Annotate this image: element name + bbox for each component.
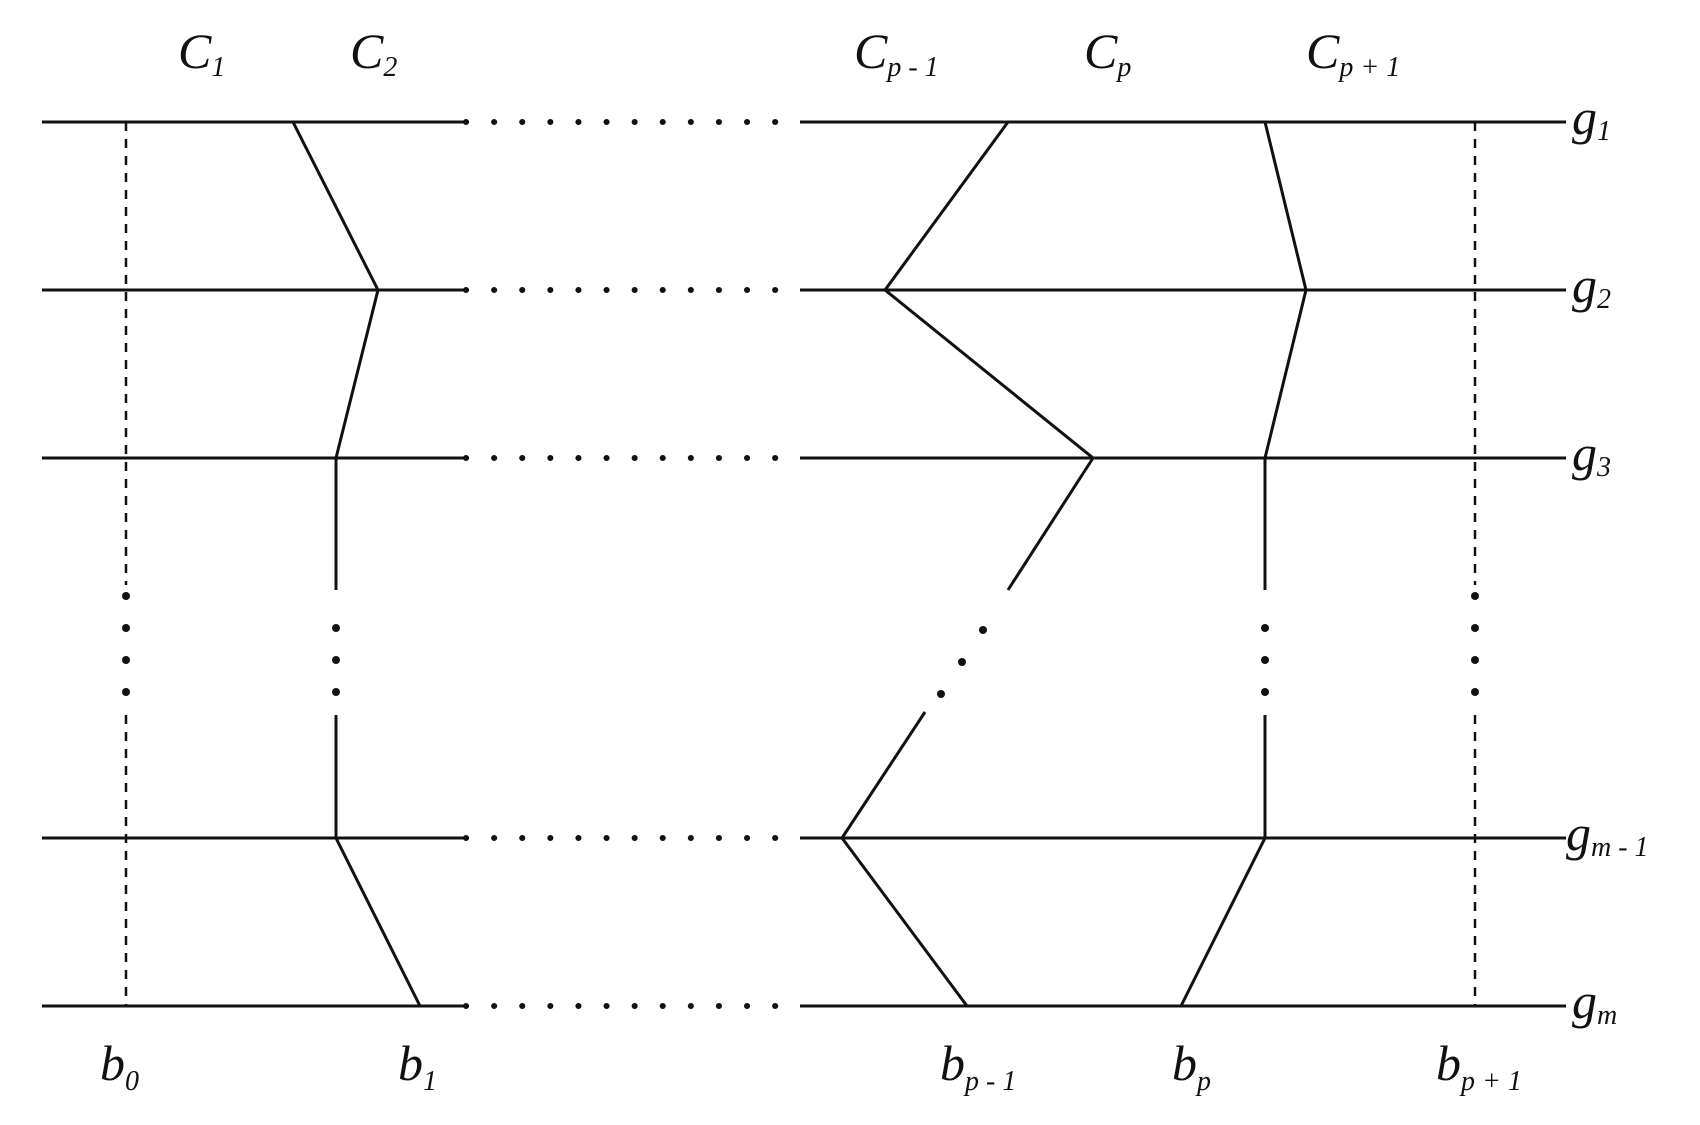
label-cp: Cp bbox=[1084, 23, 1131, 83]
label-cp-1: Cp - 1 bbox=[854, 23, 939, 83]
top-labels: C1 C2 Cp - 1 Cp Cp + 1 bbox=[178, 23, 1400, 83]
label-b1: b1 bbox=[398, 1035, 437, 1097]
label-bp+1: bp + 1 bbox=[1436, 1035, 1522, 1097]
label-cp+1: Cp + 1 bbox=[1306, 23, 1400, 83]
row-lines bbox=[42, 119, 1566, 1009]
label-g2: g2 bbox=[1572, 257, 1611, 315]
bottom-labels: b0 b1 bp - 1 bp bp + 1 bbox=[100, 1035, 1522, 1097]
boundary-bp bbox=[1179, 121, 1308, 1007]
row-labels: g1 g2 g3 gm - 1 gm bbox=[1566, 89, 1649, 1031]
boundary-b0 bbox=[122, 122, 130, 1006]
boundary-b1 bbox=[291, 121, 422, 1007]
label-gm-1: gm - 1 bbox=[1566, 805, 1649, 863]
label-bp: bp bbox=[1172, 1035, 1211, 1097]
label-bp-1: bp - 1 bbox=[940, 1035, 1016, 1097]
label-c1: C1 bbox=[178, 23, 225, 83]
label-g1: g1 bbox=[1572, 89, 1611, 147]
boundary-bp+1 bbox=[1471, 122, 1479, 1006]
label-g3: g3 bbox=[1572, 425, 1611, 483]
label-gm: gm bbox=[1572, 973, 1617, 1031]
label-b0: b0 bbox=[100, 1035, 139, 1097]
boundary-bp-1 bbox=[840, 121, 1095, 1007]
label-c2: C2 bbox=[350, 23, 397, 83]
